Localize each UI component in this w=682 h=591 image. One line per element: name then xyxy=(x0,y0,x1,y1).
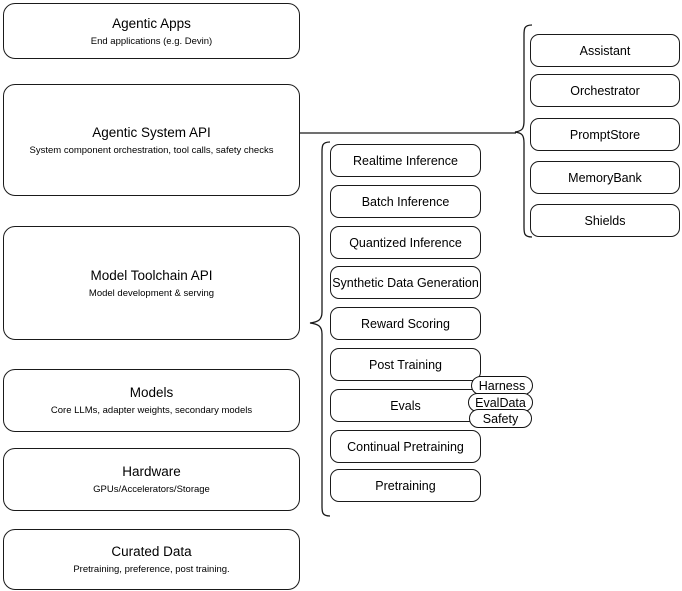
system-component-label: PromptStore xyxy=(569,127,641,142)
layer-subtitle: Pretraining, preference, post training. xyxy=(73,564,230,575)
system-component-label: Assistant xyxy=(579,43,631,58)
toolchain-box-evals[interactable]: Evals xyxy=(330,389,481,422)
system-component-box-assistant[interactable]: Assistant xyxy=(530,34,680,67)
system-component-box-memorybank[interactable]: MemoryBank xyxy=(530,161,680,194)
eval-pill-safety[interactable]: Safety xyxy=(469,409,532,428)
layer-box-agentic-apps[interactable]: Agentic Apps End applications (e.g. Devi… xyxy=(3,3,300,59)
toolchain-box-label: Reward Scoring xyxy=(361,316,450,331)
toolchain-box-label: Synthetic Data Generation xyxy=(332,275,479,290)
layer-subtitle: Model development & serving xyxy=(88,287,215,299)
toolchain-box-label: Post Training xyxy=(369,357,442,372)
layer-title: Curated Data xyxy=(111,544,192,559)
system-component-label: Orchestrator xyxy=(570,83,640,98)
toolchain-box-post-training[interactable]: Post Training xyxy=(330,348,481,381)
eval-pill-label: Harness xyxy=(478,378,526,393)
layer-subtitle: GPUs/Accelerators/Storage xyxy=(93,484,210,495)
layer-subtitle: End applications (e.g. Devin) xyxy=(90,35,213,47)
toolchain-box-pretraining[interactable]: Pretraining xyxy=(330,469,481,502)
toolchain-box-quantized-inference[interactable]: Quantized Inference xyxy=(330,226,481,259)
layer-subtitle: Core LLMs, adapter weights, secondary mo… xyxy=(50,405,253,416)
layer-box-curated-data[interactable]: Curated Data Pretraining, preference, po… xyxy=(3,529,300,590)
layer-title: Model Toolchain API xyxy=(90,267,213,283)
toolchain-brace xyxy=(309,141,331,517)
system-component-label: Shields xyxy=(584,213,626,228)
toolchain-box-label: Pretraining xyxy=(375,478,436,493)
toolchain-box-label: Continual Pretraining xyxy=(347,439,464,454)
layer-title: Models xyxy=(129,385,174,400)
layer-title: Hardware xyxy=(122,464,181,479)
toolchain-box-batch-inference[interactable]: Batch Inference xyxy=(330,185,481,218)
toolchain-box-realtime-inference[interactable]: Realtime Inference xyxy=(330,144,481,177)
toolchain-box-synthetic-data-generation[interactable]: Synthetic Data Generation xyxy=(330,266,481,299)
toolchain-box-label: Evals xyxy=(390,398,421,413)
layer-subtitle: System component orchestration, tool cal… xyxy=(29,144,274,156)
system-component-label: MemoryBank xyxy=(568,170,642,185)
layer-title: Agentic System API xyxy=(92,124,211,140)
system-component-box-orchestrator[interactable]: Orchestrator xyxy=(530,74,680,107)
eval-pill-label: Safety xyxy=(482,411,519,426)
toolchain-box-continual-pretraining[interactable]: Continual Pretraining xyxy=(330,430,481,463)
system-component-box-shields[interactable]: Shields xyxy=(530,204,680,237)
layer-box-hardware[interactable]: Hardware GPUs/Accelerators/Storage xyxy=(3,448,300,511)
toolchain-box-label: Quantized Inference xyxy=(349,235,462,250)
layer-box-agentic-system-api[interactable]: Agentic System API System component orch… xyxy=(3,84,300,196)
layer-box-models[interactable]: Models Core LLMs, adapter weights, secon… xyxy=(3,369,300,432)
eval-pill-evaldata[interactable]: EvalData xyxy=(468,393,533,412)
layer-title: Agentic Apps xyxy=(112,15,191,31)
eval-pill-harness[interactable]: Harness xyxy=(471,376,533,395)
toolchain-box-reward-scoring[interactable]: Reward Scoring xyxy=(330,307,481,340)
layer-box-model-toolchain-api[interactable]: Model Toolchain API Model development & … xyxy=(3,226,300,340)
system-component-box-promptstore[interactable]: PromptStore xyxy=(530,118,680,151)
toolchain-box-label: Realtime Inference xyxy=(353,153,458,168)
toolchain-box-label: Batch Inference xyxy=(361,194,450,209)
eval-pill-label: EvalData xyxy=(475,395,526,410)
